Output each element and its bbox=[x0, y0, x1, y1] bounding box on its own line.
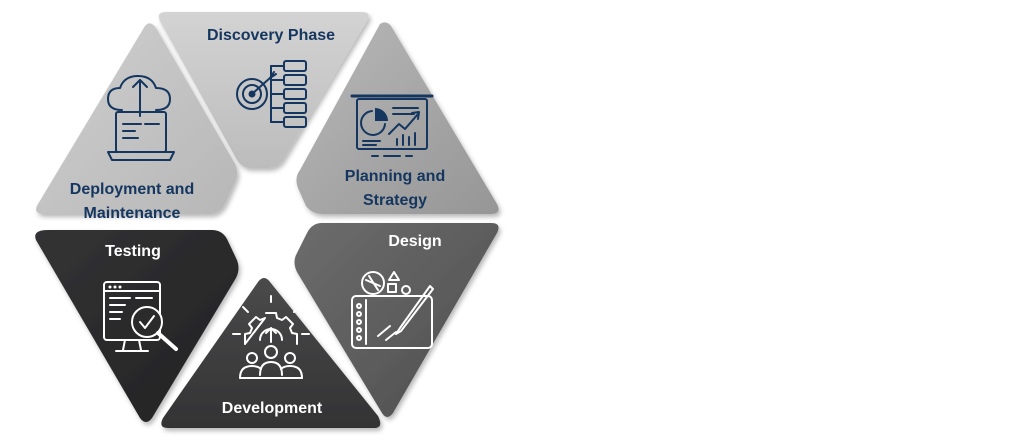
segment-testing-label: Testing bbox=[105, 243, 161, 260]
design-tablet-icon bbox=[351, 271, 434, 349]
team-gear-icon bbox=[232, 295, 310, 379]
segment-planning-shape bbox=[296, 22, 499, 215]
target-hierarchy-icon bbox=[236, 60, 307, 128]
cloud-upload-laptop-icon bbox=[107, 75, 175, 161]
segment-development-label: Development bbox=[222, 400, 323, 417]
monitor-magnifier-icon bbox=[103, 281, 178, 352]
segment-development-shape bbox=[161, 278, 381, 428]
segment-discovery-label: Discovery Phase bbox=[207, 27, 335, 44]
segment-planning: Planning and Strategy bbox=[296, 22, 499, 215]
presentation-chart-icon bbox=[350, 94, 434, 157]
segment-deployment-label-line1: Deployment and bbox=[70, 181, 194, 198]
segment-discovery: Discovery Phase bbox=[158, 12, 369, 168]
segment-design: Design bbox=[294, 223, 499, 417]
segment-deployment-shape bbox=[36, 23, 238, 214]
segment-development: Development bbox=[161, 278, 381, 428]
segment-discovery-shape bbox=[158, 12, 369, 168]
segment-deployment-label-line2: Maintenance bbox=[84, 205, 181, 222]
segment-testing: Testing bbox=[35, 230, 239, 422]
segment-planning-label-line2: Strategy bbox=[363, 192, 427, 209]
segment-deployment: Deployment and Maintenance bbox=[36, 23, 238, 222]
segment-design-label: Design bbox=[388, 233, 441, 250]
segment-planning-label-line1: Planning and bbox=[345, 168, 445, 185]
segment-design-shape bbox=[294, 223, 499, 417]
